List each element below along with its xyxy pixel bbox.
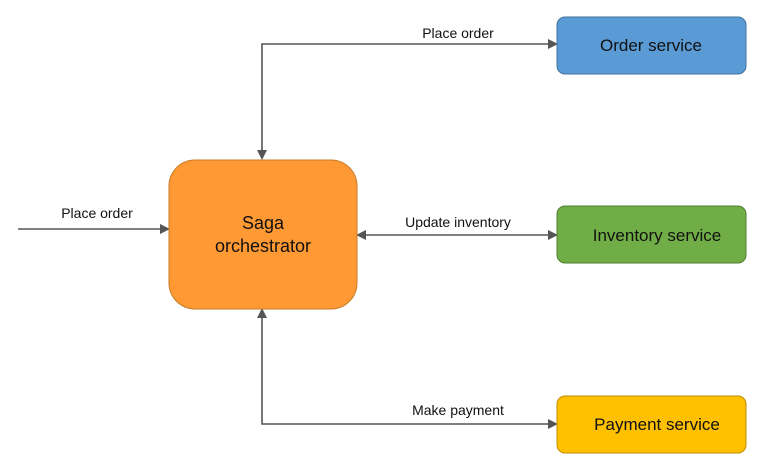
- inventory-service-node: [556, 205, 747, 264]
- edge-to-payment-service: [257, 308, 558, 429]
- edge-label-make-payment: Make payment: [412, 402, 504, 418]
- edge-label-place-order: Place order: [422, 25, 494, 41]
- orchestrator-node: [168, 159, 358, 310]
- order-service-node: [556, 16, 747, 75]
- edge-label-incoming: Place order: [61, 205, 133, 221]
- orchestrator-label-line2: orchestrator: [215, 236, 311, 256]
- inventory-service-label: Inventory service: [593, 226, 722, 245]
- order-service-label: Order service: [600, 36, 702, 55]
- edge-label-update-inventory: Update inventory: [405, 214, 511, 230]
- edge-to-order-service: [257, 39, 558, 160]
- payment-service-label: Payment service: [594, 415, 720, 434]
- payment-service-node: [556, 395, 747, 454]
- orchestrator-label-line1: Saga: [242, 213, 285, 233]
